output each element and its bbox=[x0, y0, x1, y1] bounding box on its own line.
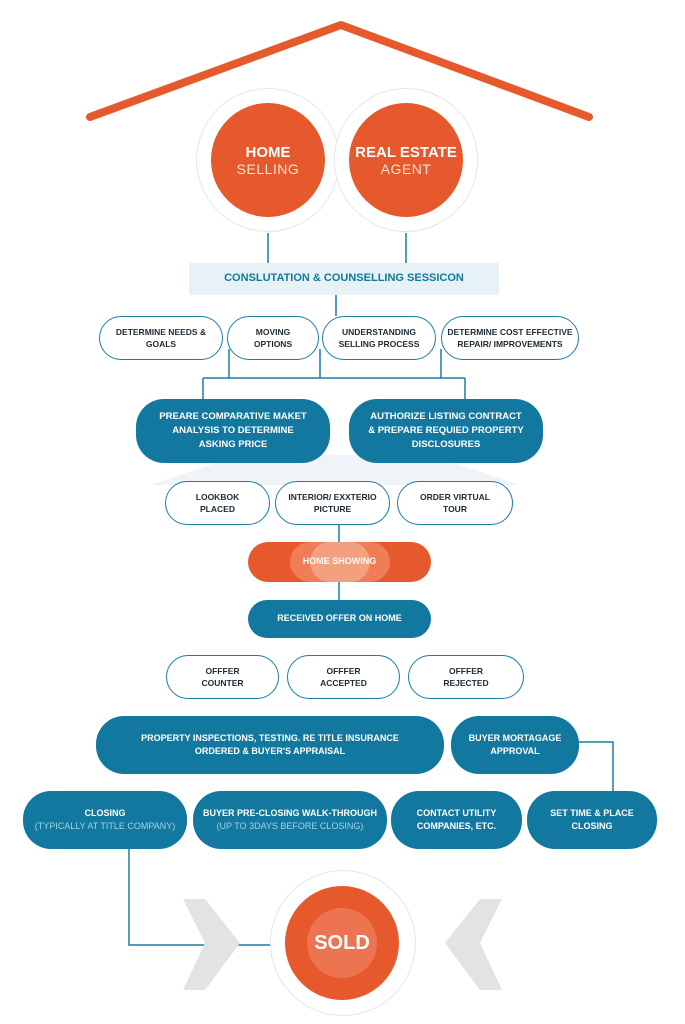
agent-subtitle: AGENT bbox=[380, 160, 432, 177]
step-moving-options: MOVING OPTIONS bbox=[227, 316, 319, 360]
step-determine-cost: DETERMINE COST EFFECTIVE REPAIR/ IMPROVE… bbox=[441, 316, 579, 360]
offer-rejected: OFFFER REJECTED bbox=[408, 655, 524, 699]
consultation-label: CONSLUTATION & COUNSELLING SESSICON bbox=[224, 272, 464, 285]
step-understanding-process: UNDERSTANDING SELLING PROCESS bbox=[322, 316, 436, 360]
home-showing-label: HOME SHOWING bbox=[302, 556, 377, 567]
home-showing: HOME SHOWING bbox=[248, 542, 431, 582]
offer-counter: OFFFER COUNTER bbox=[166, 655, 279, 699]
contact-utility: CONTACT UTILITY COMPANIES, ETC. bbox=[391, 791, 522, 849]
step-label: LOOKBOK PLACED bbox=[195, 491, 240, 514]
received-offer-label: RECEIVED OFFER ON HOME bbox=[277, 613, 402, 624]
step-label: INTERIOR/ EXXTERIO PICTURE bbox=[288, 491, 377, 514]
roof-line bbox=[86, 21, 593, 121]
walkthrough-sub: (UP TO 3DAYS BEFORE CLOSING) bbox=[216, 821, 364, 831]
received-offer: RECEIVED OFFER ON HOME bbox=[248, 600, 431, 638]
comparative-market-analysis: PREARE COMPARATIVE MAKET ANALYSIS TO DET… bbox=[136, 399, 330, 463]
step-lookbook-placed: LOOKBOK PLACED bbox=[165, 481, 270, 525]
real-estate-agent-circle: REAL ESTATE AGENT bbox=[349, 103, 463, 217]
closing-sub: (TYPICALLY AT TITLE COMPANY) bbox=[34, 821, 176, 831]
step-label: UNDERSTANDING SELLING PROCESS bbox=[338, 326, 420, 349]
home-subtitle: SELLING bbox=[236, 160, 300, 177]
closing: CLOSING (TYPICALLY AT TITLE COMPANY) bbox=[23, 791, 187, 849]
left-arrow-shape bbox=[183, 899, 240, 990]
set-time-place: SET TIME & PLACE CLOSING bbox=[527, 791, 657, 849]
closing-title: CLOSING bbox=[84, 807, 126, 818]
listing-label: AUTHORIZE LISTING CONTRACT & PREPARE REQ… bbox=[368, 411, 524, 450]
sold-label: SOLD bbox=[314, 931, 370, 954]
step-virtual-tour: ORDER VIRTUAL TOUR bbox=[397, 481, 513, 525]
home-selling-circle: HOME SELLING bbox=[211, 103, 325, 217]
step-label: DETERMINE NEEDS & GOALS bbox=[115, 326, 207, 349]
cma-label: PREARE COMPARATIVE MAKET ANALYSIS TO DET… bbox=[159, 411, 307, 450]
step-label: DETERMINE COST EFFECTIVE REPAIR/ IMPROVE… bbox=[447, 326, 573, 349]
buyer-mortgage-approval: BUYER MORTAGAGE APPROVAL bbox=[451, 716, 579, 774]
right-arrow-shape bbox=[445, 899, 502, 990]
authorize-listing-contract: AUTHORIZE LISTING CONTRACT & PREPARE REQ… bbox=[349, 399, 543, 463]
sold-circle: SOLD bbox=[285, 886, 399, 1000]
offer-accepted: OFFFER ACCEPTED bbox=[287, 655, 400, 699]
agent-title: REAL ESTATE bbox=[355, 143, 457, 161]
offer-label: OFFFER REJECTED bbox=[443, 665, 489, 688]
step-determine-needs: DETERMINE NEEDS & GOALS bbox=[99, 316, 223, 360]
mortgage-label: BUYER MORTAGAGE APPROVAL bbox=[468, 732, 562, 756]
step-label: MOVING OPTIONS bbox=[253, 326, 293, 349]
inspections-label: PROPERTY INSPECTIONS, TESTING. RE TITLE … bbox=[141, 732, 399, 756]
property-inspections: PROPERTY INSPECTIONS, TESTING. RE TITLE … bbox=[96, 716, 444, 774]
step-label: ORDER VIRTUAL TOUR bbox=[420, 491, 490, 514]
step-interior-picture: INTERIOR/ EXXTERIO PICTURE bbox=[275, 481, 390, 525]
offer-label: OFFFER ACCEPTED bbox=[320, 665, 367, 688]
walkthrough-title: BUYER PRE-CLOSING WALK-THROUGH bbox=[203, 807, 377, 818]
home-title: HOME bbox=[245, 143, 291, 161]
consultation-banner: CONSLUTATION & COUNSELLING SESSICON bbox=[189, 263, 499, 295]
buyer-walkthrough: BUYER PRE-CLOSING WALK-THROUGH (UP TO 3D… bbox=[193, 791, 387, 849]
utility-label: CONTACT UTILITY COMPANIES, ETC. bbox=[416, 807, 497, 831]
set-time-label: SET TIME & PLACE CLOSING bbox=[550, 807, 634, 831]
offer-label: OFFFER COUNTER bbox=[201, 665, 244, 688]
